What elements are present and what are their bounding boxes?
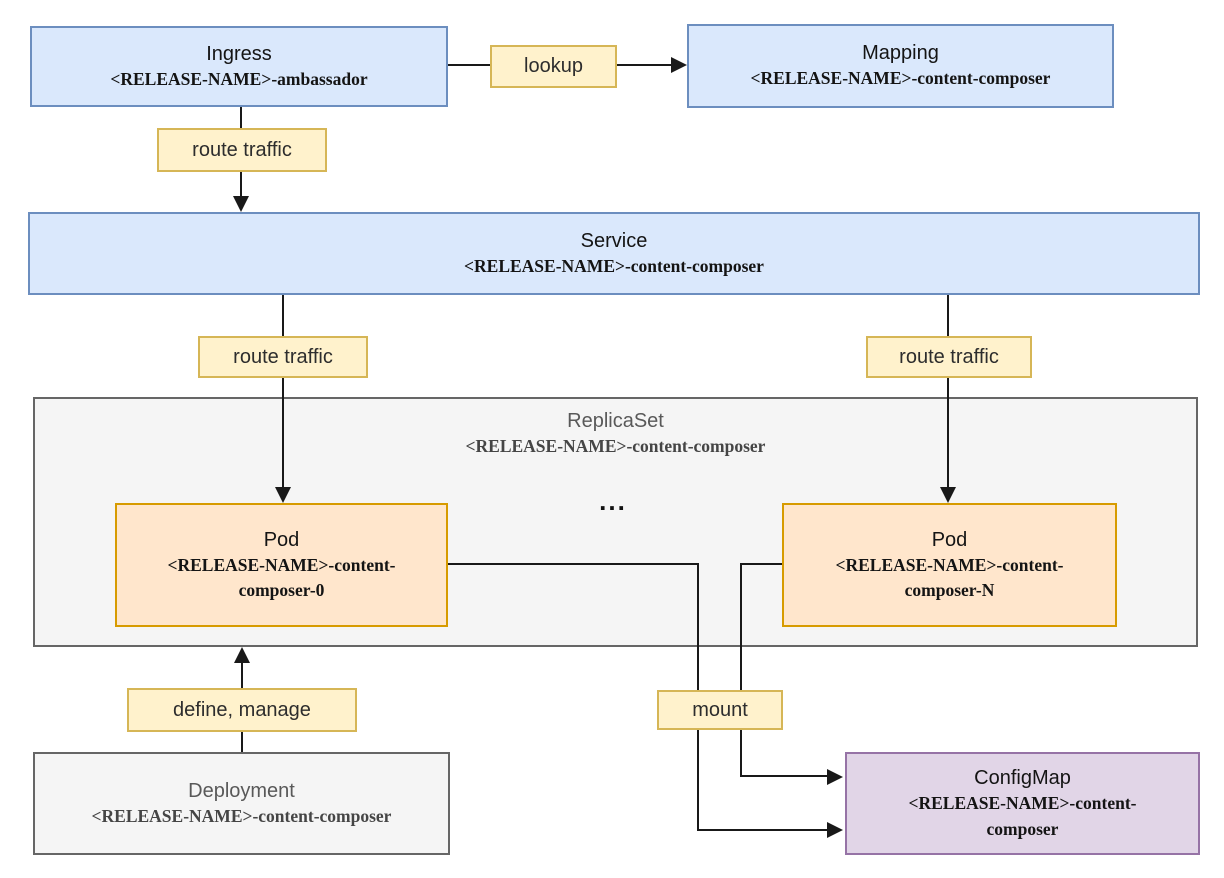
node-replicaset-name: <RELEASE-NAME>-content-composer	[465, 436, 766, 456]
node-replicaset-title: ReplicaSet	[567, 410, 664, 432]
node-deployment-name: <RELEASE-NAME>-content-composer	[91, 805, 392, 826]
edge-pod0-configmap-seg1	[448, 563, 698, 565]
edge-label-mount: mount	[657, 690, 783, 730]
node-service: Service <RELEASE-NAME>-content-composer	[28, 212, 1200, 295]
node-ingress-title: Ingress	[206, 42, 272, 65]
node-service-title: Service	[580, 229, 648, 252]
arrowhead-deployment-replicaset-icon	[234, 647, 250, 663]
node-service-name: <RELEASE-NAME>-content-composer	[464, 255, 764, 276]
arrowhead-ingress-mapping-icon	[671, 57, 687, 73]
edge-label-define-manage: define, manage	[127, 688, 357, 732]
arrowhead-service-podn-icon	[940, 487, 956, 503]
node-ingress: Ingress <RELEASE-NAME>-ambassador	[30, 26, 448, 107]
node-mapping-title: Mapping	[862, 42, 939, 65]
edge-service-podn	[947, 295, 949, 488]
node-pod-n: Pod <RELEASE-NAME>-content-composer-N	[782, 503, 1117, 627]
arrowhead-pod0-configmap-icon	[827, 822, 843, 838]
node-pod-n-name: <RELEASE-NAME>-content-composer-N	[835, 554, 1064, 600]
node-mapping: Mapping <RELEASE-NAME>-content-composer	[687, 24, 1114, 108]
node-pod-0: Pod <RELEASE-NAME>-content-composer-0	[115, 503, 448, 627]
node-deployment: Deployment <RELEASE-NAME>-content-compos…	[33, 752, 450, 855]
edge-label-route-traffic-service-podn: route traffic	[866, 336, 1032, 378]
edge-pod0-configmap-seg3	[697, 829, 828, 831]
node-deployment-title: Deployment	[188, 779, 295, 802]
edge-podn-configmap-seg2	[740, 563, 742, 776]
node-configmap-name: <RELEASE-NAME>-content-composer	[908, 793, 1137, 839]
edge-label-route-traffic-service-pod0: route traffic	[198, 336, 368, 378]
edge-label-route-traffic-ingress-service: route traffic	[157, 128, 327, 172]
node-configmap-title: ConfigMap	[974, 767, 1071, 790]
node-pod-0-name: <RELEASE-NAME>-content-composer-0	[167, 554, 396, 600]
node-configmap: ConfigMap <RELEASE-NAME>-content-compose…	[845, 752, 1200, 855]
edge-service-pod0	[282, 295, 284, 488]
edge-label-lookup: lookup	[490, 45, 617, 88]
more-pods-ellipsis: ...	[599, 486, 627, 516]
arrowhead-service-pod0-icon	[275, 487, 291, 503]
node-pod-0-title: Pod	[263, 528, 300, 551]
node-ingress-name: <RELEASE-NAME>-ambassador	[110, 68, 368, 89]
edge-podn-configmap-seg1	[741, 563, 782, 565]
node-mapping-name: <RELEASE-NAME>-content-composer	[750, 68, 1051, 89]
arrowhead-podn-configmap-icon	[827, 769, 843, 785]
arrowhead-ingress-service-icon	[233, 196, 249, 212]
node-pod-n-title: Pod	[931, 528, 968, 551]
edge-podn-configmap-seg3	[740, 775, 828, 777]
